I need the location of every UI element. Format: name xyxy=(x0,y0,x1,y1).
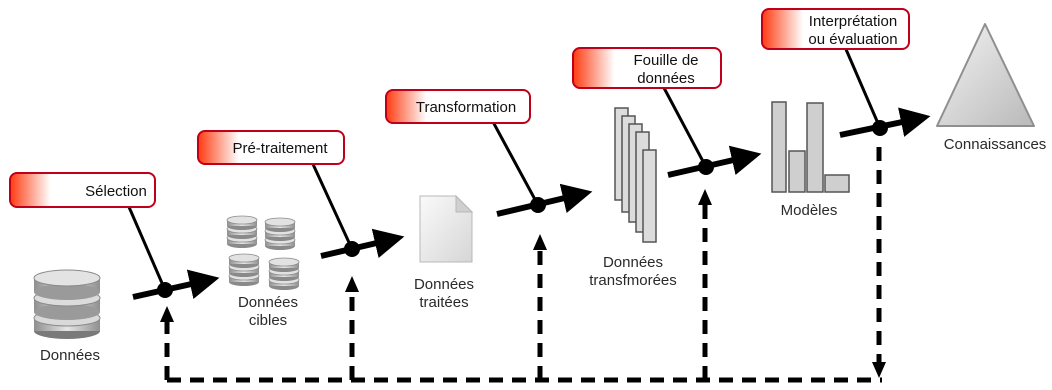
junction-dot-1 xyxy=(157,282,173,298)
step-transformation: Transformation xyxy=(385,89,531,124)
feedback-arrowhead-2 xyxy=(345,276,359,292)
node-label-line-1: Données xyxy=(414,276,474,293)
feedback-arrowheads xyxy=(160,189,886,378)
step-label: Transformation xyxy=(416,99,516,116)
step-label-line-2: données xyxy=(637,70,695,87)
node-donnees-traitees: Données traitées xyxy=(414,194,474,311)
node-label-line-1: Données xyxy=(603,254,663,271)
node-modeles: Modèles xyxy=(771,101,850,219)
connector-line-3 xyxy=(490,119,540,206)
junction-dot-5 xyxy=(872,120,888,136)
database-icon xyxy=(33,269,101,339)
step-box xyxy=(385,89,531,124)
step-box xyxy=(197,130,345,165)
connector-line-1 xyxy=(127,206,167,291)
node-label-line-2: cibles xyxy=(249,312,287,329)
database-stack-icon xyxy=(226,215,300,290)
node-label-line-1: Données xyxy=(238,294,298,311)
step-label-line-1: Interprétation xyxy=(809,13,897,30)
junction-dot-2 xyxy=(344,241,360,257)
process-arrows xyxy=(127,46,931,300)
step-label: Sélection xyxy=(85,183,147,200)
step-label-line-1: Fouille de xyxy=(633,52,698,69)
node-connaissances: Connaissances xyxy=(936,23,1047,153)
step-selection: Sélection xyxy=(9,172,156,208)
connector-line-4 xyxy=(661,85,708,168)
node-donnees-transformees: Données transfmorées xyxy=(589,107,677,289)
feedback-loop xyxy=(164,147,882,383)
feedback-arrowhead-4 xyxy=(698,189,712,205)
feedback-arrowhead-1 xyxy=(160,306,174,322)
node-label: Modèles xyxy=(781,202,838,219)
feedback-arrowhead-3 xyxy=(533,234,547,250)
step-box xyxy=(572,47,722,89)
node-label-line-2: traitées xyxy=(419,294,468,311)
feedback-arrowhead-5 xyxy=(872,362,886,378)
step-box xyxy=(761,8,910,50)
junction-dot-4 xyxy=(698,159,714,175)
step-label-line-2: ou évaluation xyxy=(808,31,897,48)
step-interpretation: Interprétation ou évaluation xyxy=(761,8,910,50)
stacked-sheets-icon xyxy=(614,107,657,243)
bar-chart-icon xyxy=(771,101,850,193)
step-box xyxy=(9,172,156,208)
node-donnees-cibles: Données cibles xyxy=(226,215,300,329)
node-label: Données xyxy=(40,347,100,364)
junction-dot-3 xyxy=(530,197,546,213)
step-fouille: Fouille de données xyxy=(572,47,722,89)
triangle-icon xyxy=(936,23,1035,127)
step-pretraitement: Pré-traitement xyxy=(197,130,345,165)
step-label: Pré-traitement xyxy=(232,140,328,157)
node-donnees: Données xyxy=(33,269,101,364)
document-icon xyxy=(419,194,474,263)
connector-line-2 xyxy=(310,161,354,250)
connector-line-5 xyxy=(843,46,882,129)
node-label-line-2: transfmorées xyxy=(589,272,677,289)
node-label: Connaissances xyxy=(944,136,1047,153)
